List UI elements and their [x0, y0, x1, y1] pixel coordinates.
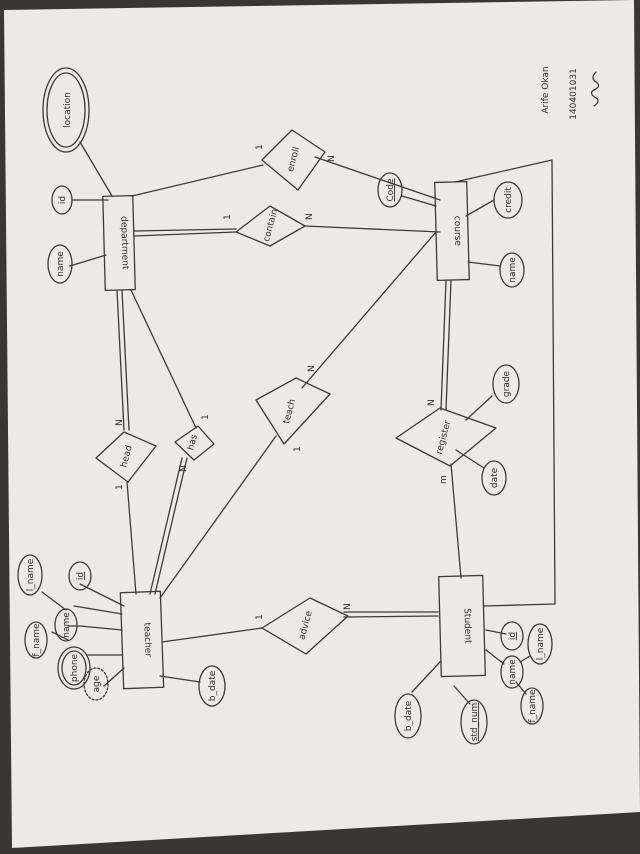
- attribute-student-fname: f_name: [520, 687, 544, 725]
- cardinality-has-dept: 1: [201, 414, 211, 420]
- entity-student: Student: [438, 574, 486, 678]
- cardinality-head-dept: N: [115, 419, 125, 426]
- cardinality-register-student: m: [439, 475, 449, 484]
- cardinality-register-course: N: [427, 399, 437, 406]
- cardinality-has-teacher: N: [179, 465, 189, 472]
- attribute-label: name: [62, 612, 72, 638]
- entity-teacher: teacher: [119, 590, 165, 690]
- attribute-label: age: [92, 675, 102, 692]
- attribute-label: location: [63, 92, 73, 128]
- attribute-teacher-age: age: [83, 667, 109, 701]
- cardinality-head-teacher: 1: [115, 484, 125, 490]
- entity-course: course: [434, 180, 470, 282]
- relationship-label: has: [186, 433, 200, 451]
- attribute-grade: grade: [492, 364, 520, 404]
- entity-label: Student: [462, 608, 473, 644]
- attribute-label: name: [508, 257, 518, 283]
- attribute-label: id: [58, 196, 68, 204]
- cardinality-teach-course: N: [307, 365, 317, 372]
- attribute-teacher-fname: f_name: [24, 621, 48, 659]
- cardinality-labels: 1 N 1 N N 1 N 1 N 1 N m 1 N: [115, 144, 449, 620]
- attribute-label: f_name: [32, 623, 42, 657]
- attribute-label: credit: [504, 187, 514, 213]
- attribute-student-num: std_num: [460, 699, 488, 745]
- attribute-student-id: id: [500, 621, 524, 651]
- attribute-location: location: [42, 67, 90, 153]
- cardinality-enroll-course: N: [327, 155, 337, 162]
- attribute-teacher-id: id: [68, 561, 92, 591]
- attribute-label: l_name: [26, 558, 36, 591]
- attribute-label: phone: [70, 653, 80, 682]
- entity-label: department: [118, 216, 129, 270]
- attribute-label: std_num: [470, 703, 480, 742]
- attribute-dept-id: id: [51, 185, 73, 215]
- attribute-label: b_date: [208, 670, 218, 701]
- cardinality-advice-student: N: [343, 603, 353, 610]
- attribute-course-name: name: [499, 252, 525, 288]
- attribute-date: date: [481, 460, 507, 496]
- attribute-label: id: [76, 572, 86, 580]
- attribute-label: id: [508, 632, 518, 640]
- attribute-label: l_name: [536, 627, 546, 660]
- author-notes: Arife Okan 140401031: [541, 66, 600, 120]
- cardinality-advice-teacher: 1: [255, 614, 265, 620]
- attribute-label: name: [56, 251, 66, 277]
- attribute-teacher-phone: phone: [57, 646, 91, 690]
- attribute-course-credit: credit: [493, 181, 523, 219]
- attribute-course-code: Code: [377, 172, 403, 208]
- connector-lines: [41, 141, 556, 705]
- attribute-dept-name: name: [47, 244, 73, 284]
- entity-label: course: [452, 216, 463, 247]
- attribute-label: name: [508, 659, 518, 685]
- entity-label: teacher: [141, 622, 152, 657]
- cardinality-contain-course: N: [305, 213, 315, 220]
- author-name: Arife Okan: [541, 66, 551, 113]
- cardinality-enroll-dept: 1: [255, 144, 265, 150]
- entity-department: department: [102, 194, 136, 292]
- cardinality-contain-dept: 1: [223, 214, 233, 220]
- attribute-teacher-name: name: [54, 608, 78, 642]
- attribute-student-lname: l_name: [527, 623, 553, 665]
- author-number: 140401031: [569, 68, 579, 120]
- paper-sheet: [4, 0, 640, 848]
- relationship-has: has: [174, 425, 215, 461]
- attribute-label: b_date: [404, 700, 414, 731]
- signature-scribble: [590, 71, 600, 107]
- attribute-teacher-lname: l_name: [17, 554, 43, 596]
- attribute-label: date: [490, 467, 500, 488]
- attribute-student-name: name: [500, 655, 524, 689]
- attribute-label: f_name: [528, 689, 538, 723]
- attribute-label: Code: [386, 178, 396, 202]
- cardinality-teach-teacher: 1: [293, 446, 303, 452]
- attribute-student-bdate: b_date: [394, 693, 422, 739]
- attribute-teacher-bdate: b_date: [198, 665, 226, 707]
- attribute-label: grade: [502, 370, 512, 397]
